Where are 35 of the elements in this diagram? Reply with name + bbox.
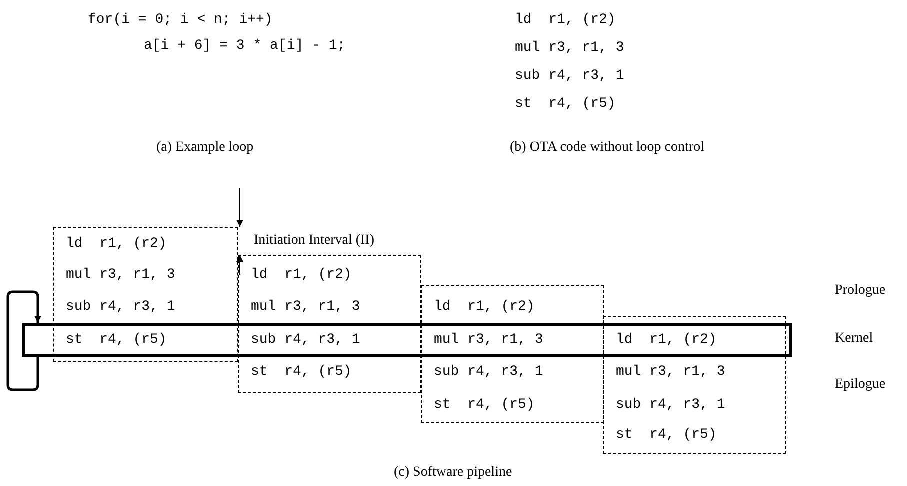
instruction-text: st r4, (r5) <box>66 332 167 348</box>
instruction-text: sub r4, r3, 1 <box>66 299 176 315</box>
instruction-text: ld r1, (r2) <box>434 299 535 315</box>
instruction-text: ld r1, (r2) <box>251 267 352 283</box>
caption: (a) Example loop <box>156 140 254 156</box>
caption: (c) Software pipeline <box>394 465 512 481</box>
instruction-text: ld r1, (r2) <box>616 332 717 348</box>
code-line: mul r3, r1, 3 <box>515 40 624 56</box>
instruction-text: sub r4, r3, 1 <box>434 364 544 380</box>
instruction-text: st r4, (r5) <box>434 397 535 413</box>
iteration-box <box>603 316 786 454</box>
code-line: sub r4, r3, 1 <box>515 68 624 84</box>
code-line: ld r1, (r2) <box>515 12 616 28</box>
section-label: Prologue <box>835 283 886 299</box>
dimension-label: Initiation Interval (II) <box>254 233 375 249</box>
instruction-text: ld r1, (r2) <box>66 236 167 252</box>
iteration-box <box>421 285 604 423</box>
iteration-box <box>53 227 238 362</box>
instruction-text: st r4, (r5) <box>616 427 717 443</box>
code-line: for(i = 0; i < n; i++) <box>88 12 273 28</box>
instruction-text: mul r3, r1, 3 <box>251 299 360 315</box>
iteration-box <box>238 255 421 393</box>
instruction-text: mul r3, r1, 3 <box>434 332 544 348</box>
instruction-text: mul r3, r1, 3 <box>616 364 726 380</box>
instruction-text: sub r4, r3, 1 <box>251 332 360 348</box>
code-line: st r4, (r5) <box>515 96 616 112</box>
section-label: Kernel <box>835 331 874 347</box>
kernel-box <box>22 323 792 357</box>
instruction-text: mul r3, r1, 3 <box>66 267 176 283</box>
loop-arrow <box>6 290 42 392</box>
caption: (b) OTA code without loop control <box>510 140 704 156</box>
section-label: Epilogue <box>835 377 886 393</box>
instruction-text: st r4, (r5) <box>251 364 352 380</box>
instruction-text: sub r4, r3, 1 <box>616 397 726 413</box>
code-line: a[i + 6] = 3 * a[i] - 1; <box>144 38 346 54</box>
